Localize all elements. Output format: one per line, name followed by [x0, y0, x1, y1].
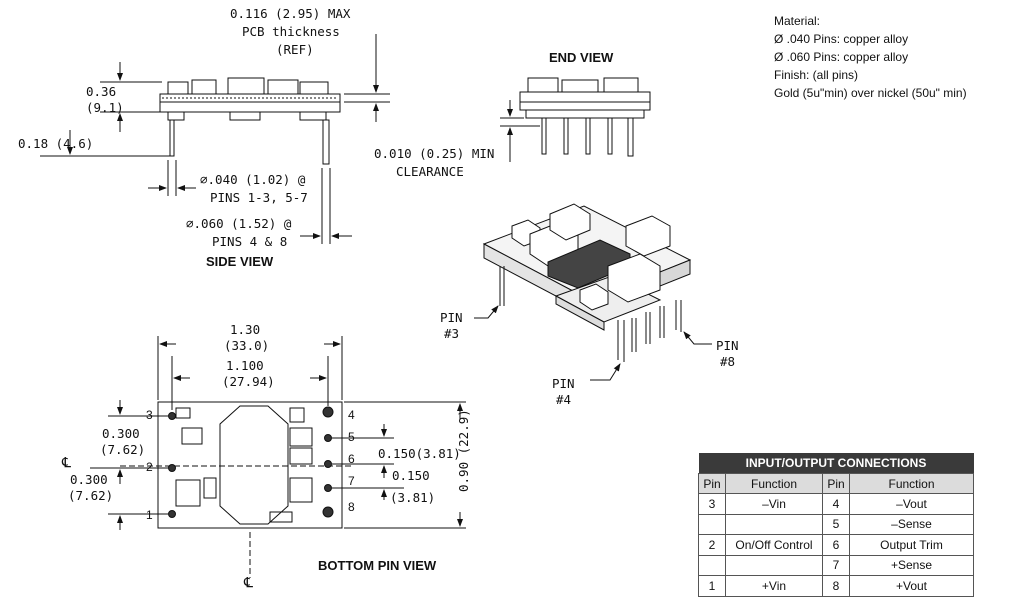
iso-view-drawing: [474, 203, 712, 381]
table-cell: –Vin: [725, 493, 823, 515]
material-line-1: Ø .040 Pins: copper alloy: [774, 32, 909, 46]
table-row: 3 –Vin 4 –Vout: [698, 493, 974, 515]
table-row: 5 –Sense: [698, 513, 974, 535]
pcb-thickness-label: 0.116 (2.95) MAX: [230, 6, 351, 21]
end-view-title: END VIEW: [549, 50, 614, 65]
pin4-label: PIN: [552, 376, 575, 391]
small-pin-diameter: ∅.040 (1.02) @: [200, 172, 306, 187]
material-notes: Material: Ø .040 Pins: copper alloy Ø .0…: [774, 12, 967, 102]
right-pitch-2-mm: (3.81): [390, 490, 436, 505]
table-row: 7 +Sense: [698, 554, 974, 576]
pin-number-7: 7: [348, 474, 355, 488]
pcb-thickness-label-2: PCB thickness: [242, 24, 340, 39]
pin8-number: #8: [720, 354, 736, 369]
clearance-label-2: CLEARANCE: [396, 164, 464, 179]
material-line-2: Ø .060 Pins: copper alloy: [774, 50, 909, 64]
small-pin-list: PINS 1-3, 5-7: [210, 190, 308, 205]
pin-length-label: 0.18 (4.6): [18, 136, 94, 151]
table-cell: 8: [822, 575, 850, 597]
table-cell: 7: [822, 554, 850, 576]
table-cell: 2: [698, 534, 726, 556]
io-connections-table: INPUT/OUTPUT CONNECTIONS Pin Function Pi…: [698, 453, 974, 597]
table-cell: +Sense: [849, 554, 974, 576]
pin-number-6: 6: [348, 452, 355, 466]
table-cell: +Vin: [725, 575, 823, 597]
side-height-inch: 0.36: [86, 84, 117, 99]
pin-number-2: 2: [146, 460, 153, 474]
table-row: 1 +Vin 8 +Vout: [698, 575, 974, 597]
end-view-drawing: [500, 77, 651, 162]
pin-number-4: 4: [348, 408, 355, 422]
pin3-label: PIN: [440, 310, 463, 325]
table-cell: –Vout: [849, 493, 974, 515]
table-cell: +Vout: [849, 575, 974, 597]
pcb-thickness-label-3: (REF): [276, 42, 314, 57]
left-pitch-2-mm: (7.62): [68, 488, 114, 503]
pin-span-mm: (27.94): [222, 374, 275, 389]
pin3-number: #3: [444, 326, 460, 341]
pin-number-3: 3: [146, 408, 153, 422]
table-row: 2 On/Off Control 6 Output Trim: [698, 534, 974, 556]
left-pitch-2-inch: 0.300: [70, 472, 108, 487]
material-line-3: Finish: (all pins): [774, 68, 859, 82]
table-cell: [725, 554, 823, 576]
material-line-4: Gold (5u"min) over nickel (50u" min): [774, 86, 967, 100]
clearance-label: 0.010 (0.25) MIN: [374, 146, 495, 161]
bottom-view-title: BOTTOM PIN VIEW: [318, 558, 437, 573]
table-cell: [698, 513, 726, 535]
bottom-view-drawing: [90, 336, 466, 578]
table-cell: 4: [822, 493, 850, 515]
table-cell: 6: [822, 534, 850, 556]
side-view-drawing: [40, 34, 390, 244]
centerline-symbol-horizontal: ℄: [62, 454, 71, 470]
table-cell: Output Trim: [849, 534, 974, 556]
table-cell: [698, 554, 726, 576]
large-pin-list: PINS 4 & 8: [212, 234, 288, 249]
left-pitch-1-mm: (7.62): [100, 442, 146, 457]
table-cell: 3: [698, 493, 726, 515]
table-header-pin-left: Pin: [698, 473, 726, 494]
table-cell: 5: [822, 513, 850, 535]
table-cell: On/Off Control: [725, 534, 823, 556]
side-height-mm: (9.1): [86, 100, 124, 115]
pin-number-5: 5: [348, 430, 355, 444]
board-width-inch: 1.30: [230, 322, 261, 337]
table-cell: 1: [698, 575, 726, 597]
right-pitch-1: 0.150(3.81): [378, 446, 461, 461]
left-pitch-1-inch: 0.300: [102, 426, 140, 441]
right-pitch-2-inch: 0.150: [392, 468, 430, 483]
board-width-mm: (33.0): [224, 338, 270, 353]
pin-span-inch: 1.100: [226, 358, 264, 373]
side-view-title: SIDE VIEW: [206, 254, 274, 269]
pin8-label: PIN: [716, 338, 739, 353]
large-pin-diameter: ∅.060 (1.52) @: [186, 216, 292, 231]
table-header-pin-right: Pin: [822, 473, 850, 494]
table-cell: [725, 513, 823, 535]
pin-number-8: 8: [348, 500, 355, 514]
material-title: Material:: [774, 14, 821, 28]
pin4-number: #4: [556, 392, 572, 407]
centerline-symbol-vertical: ℄: [244, 574, 253, 590]
table-cell: –Sense: [849, 513, 974, 535]
table-header-function-left: Function: [725, 473, 823, 494]
table-header-function-right: Function: [849, 473, 974, 494]
table-title: INPUT/OUTPUT CONNECTIONS: [698, 453, 974, 474]
pin-number-1: 1: [146, 508, 153, 522]
